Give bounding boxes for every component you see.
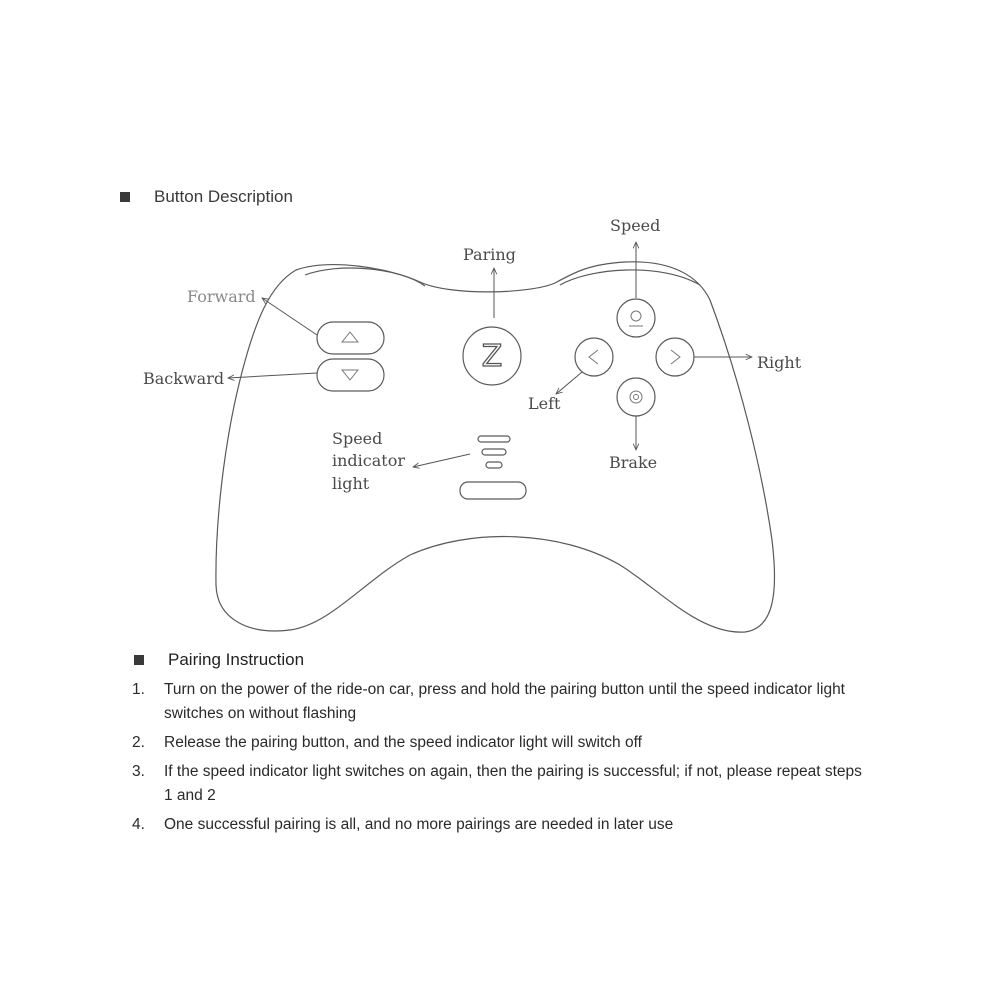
square-bullet-icon [120,192,130,202]
speed-button[interactable] [616,298,656,338]
pairing-button[interactable]: Z [462,326,522,386]
pairing-step: 4. One successful pairing is all, and no… [132,816,674,833]
right-button[interactable] [655,337,695,377]
z-logo-icon: Z [482,339,503,374]
button-description-title: Button Description [154,187,293,206]
forward-button[interactable] [316,321,385,355]
label-right: Right [757,353,802,372]
brake-button[interactable] [616,377,656,417]
left-button[interactable] [574,337,614,377]
label-brake: Brake [609,453,657,472]
speed-icon [630,310,642,322]
down-arrow-icon [340,369,360,381]
controller-shoulder-left [304,267,426,287]
bottom-bar-button [459,481,527,500]
label-speed-indicator-line2: indicator [332,451,405,470]
square-bullet-icon [134,655,144,665]
speed-indicator-light [477,435,511,469]
label-speed-indicator-line3: light [332,474,370,493]
up-arrow-icon [340,331,360,343]
label-forward: Forward [187,287,256,306]
label-speed: Speed [610,216,660,235]
pairing-steps-list: 1. Turn on the power of the ride-on car,… [132,678,872,842]
brake-icon [629,390,643,404]
right-arrow-icon [670,349,681,365]
pairing-step: 2. Release the pairing button, and the s… [132,734,642,751]
label-speed-indicator-line1: Speed [332,429,382,448]
controller-outline [215,261,776,633]
label-left: Left [528,394,561,413]
indicator-light-icon [477,435,511,443]
backward-button[interactable] [316,358,385,392]
label-paring: Paring [463,245,516,264]
button-description-heading: Button Description [120,187,293,207]
pairing-instruction-title: Pairing Instruction [168,650,305,669]
pairing-instruction-heading: Pairing Instruction [134,650,304,670]
pairing-step: 3. If the speed indicator light switches… [132,763,862,804]
left-arrow-icon [588,349,599,365]
pairing-step: 1. Turn on the power of the ride-on car,… [132,681,845,722]
label-backward: Backward [143,369,224,388]
controller-shoulder-right [559,269,701,286]
